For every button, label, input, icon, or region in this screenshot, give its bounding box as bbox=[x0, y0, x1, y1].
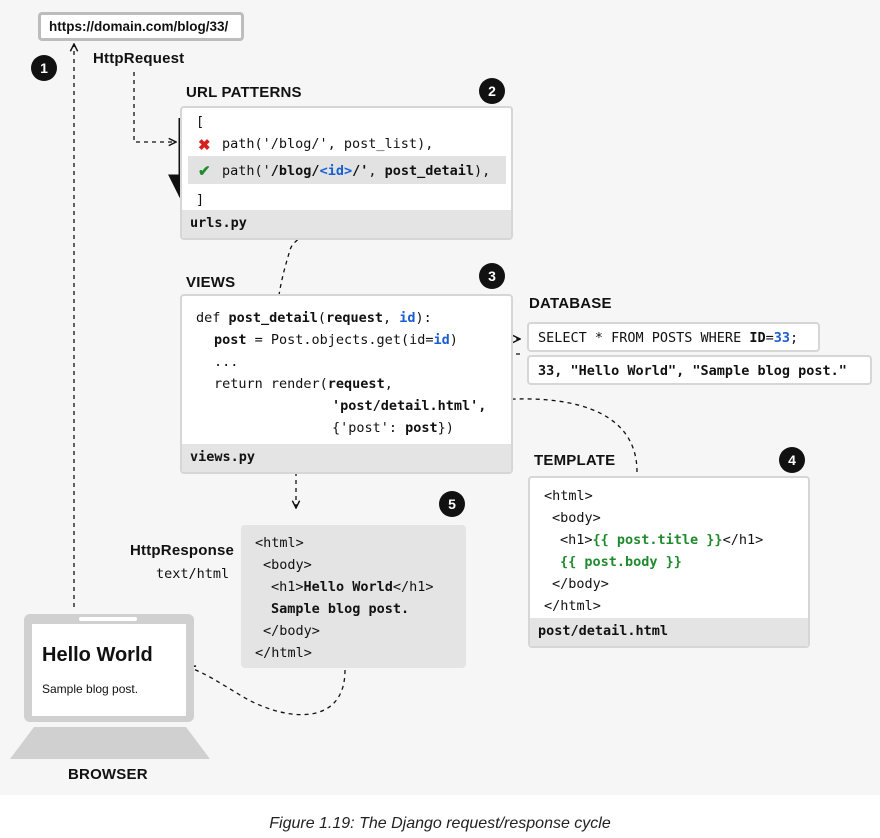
response-to-browser-arrow bbox=[188, 667, 346, 716]
step-badge-2: 2 bbox=[479, 78, 505, 104]
url-text: https://domain.com/blog/33/ bbox=[49, 19, 229, 34]
response-content-type: text/html bbox=[156, 566, 230, 582]
database-title: DATABASE bbox=[529, 295, 612, 312]
views-line-3: ... bbox=[214, 354, 239, 370]
views-line-5: 'post/detail.html', bbox=[332, 398, 487, 414]
urls-filename: urls.py bbox=[190, 215, 247, 231]
browser-laptop: Hello World Sample blog post. bbox=[24, 614, 194, 722]
views-title: VIEWS bbox=[186, 274, 236, 291]
cross-icon: ✖ bbox=[198, 137, 211, 154]
browser-label: BROWSER bbox=[68, 766, 148, 783]
step-badge-4: 4 bbox=[779, 447, 805, 473]
template-filename: post/detail.html bbox=[538, 623, 669, 639]
response-line-6: </html> bbox=[255, 645, 312, 661]
template-line-4: {{ post.body }} bbox=[560, 554, 682, 570]
views-line-6: {'post': post}) bbox=[332, 420, 454, 436]
url-open-bracket: [ bbox=[196, 114, 205, 130]
views-panel: def post_detail(request, id): post = Pos… bbox=[180, 294, 513, 474]
step-badge-1: 1 bbox=[31, 55, 57, 81]
step-badge-5: 5 bbox=[439, 491, 465, 517]
views-line-2: post = Post.objects.get(id=id) bbox=[214, 332, 458, 348]
httprequest-to-urls-arrow bbox=[133, 72, 176, 142]
browser-body-text: Sample blog post. bbox=[42, 682, 139, 696]
browser-camera bbox=[79, 617, 137, 621]
url-bar: https://domain.com/blog/33/ bbox=[38, 12, 244, 41]
http-response-label: HttpResponse bbox=[130, 542, 235, 559]
template-line-3: <h1>{{ post.title }}</h1> bbox=[560, 532, 764, 548]
url-pattern-1: path('/blog/', post_list), bbox=[222, 136, 434, 152]
db-query-box: SELECT * FROM POSTS WHERE ID=33; bbox=[527, 322, 820, 352]
response-panel: <html> <body> <h1>Hello World</h1> Sampl… bbox=[241, 525, 466, 668]
url-pattern-row-2-highlight bbox=[188, 156, 506, 184]
db-result-box: 33, "Hello World", "Sample blog post." bbox=[527, 355, 872, 385]
template-line-5: </body> bbox=[552, 576, 609, 592]
diagram-canvas: https://domain.com/blog/33/ 1 2 3 4 5 Ht… bbox=[10, 12, 872, 783]
db-result: 33, "Hello World", "Sample blog post." bbox=[538, 363, 847, 379]
response-line-1: <html> bbox=[255, 535, 304, 551]
figure-caption: Figure 1.19: The Django request/response… bbox=[269, 815, 611, 832]
views-line-1: def post_detail(request, id): bbox=[196, 310, 432, 326]
url-pattern-2: path('/blog/<id>/', post_detail), bbox=[222, 163, 491, 179]
step-badge-3: 3 bbox=[479, 263, 505, 289]
views-file-footer: views.py bbox=[182, 444, 511, 472]
template-to-view-arrow bbox=[497, 399, 638, 473]
response-line-3: <h1>Hello World</h1> bbox=[271, 579, 434, 595]
http-request-label: HttpRequest bbox=[93, 50, 185, 67]
browser-heading: Hello World bbox=[42, 644, 153, 666]
response-line-2: <body> bbox=[263, 557, 312, 573]
url-patterns-panel: [ ✖ path('/blog/', post_list), ✔ path('/… bbox=[180, 106, 513, 240]
browser-screen: Hello World Sample blog post. bbox=[32, 624, 186, 716]
url-patterns-title: URL PATTERNS bbox=[186, 84, 302, 101]
check-icon: ✔ bbox=[198, 163, 211, 180]
template-title: TEMPLATE bbox=[534, 452, 616, 469]
response-line-5: </body> bbox=[263, 623, 320, 639]
url-close-bracket: ] bbox=[196, 192, 205, 208]
browser-keyboard bbox=[10, 727, 210, 759]
template-line-6: </html> bbox=[544, 598, 601, 614]
template-panel: <html> <body> <h1>{{ post.title }}</h1> … bbox=[528, 476, 810, 648]
urls-file-footer: urls.py bbox=[182, 210, 511, 238]
response-line-4: Sample blog post. bbox=[271, 601, 410, 617]
template-line-2: <body> bbox=[552, 510, 601, 526]
views-filename: views.py bbox=[190, 449, 256, 465]
template-line-1: <html> bbox=[544, 488, 593, 504]
views-line-4: return render(request, bbox=[214, 376, 393, 392]
db-query: SELECT * FROM POSTS WHERE ID=33; bbox=[538, 330, 799, 346]
template-file-footer: post/detail.html bbox=[530, 618, 808, 646]
